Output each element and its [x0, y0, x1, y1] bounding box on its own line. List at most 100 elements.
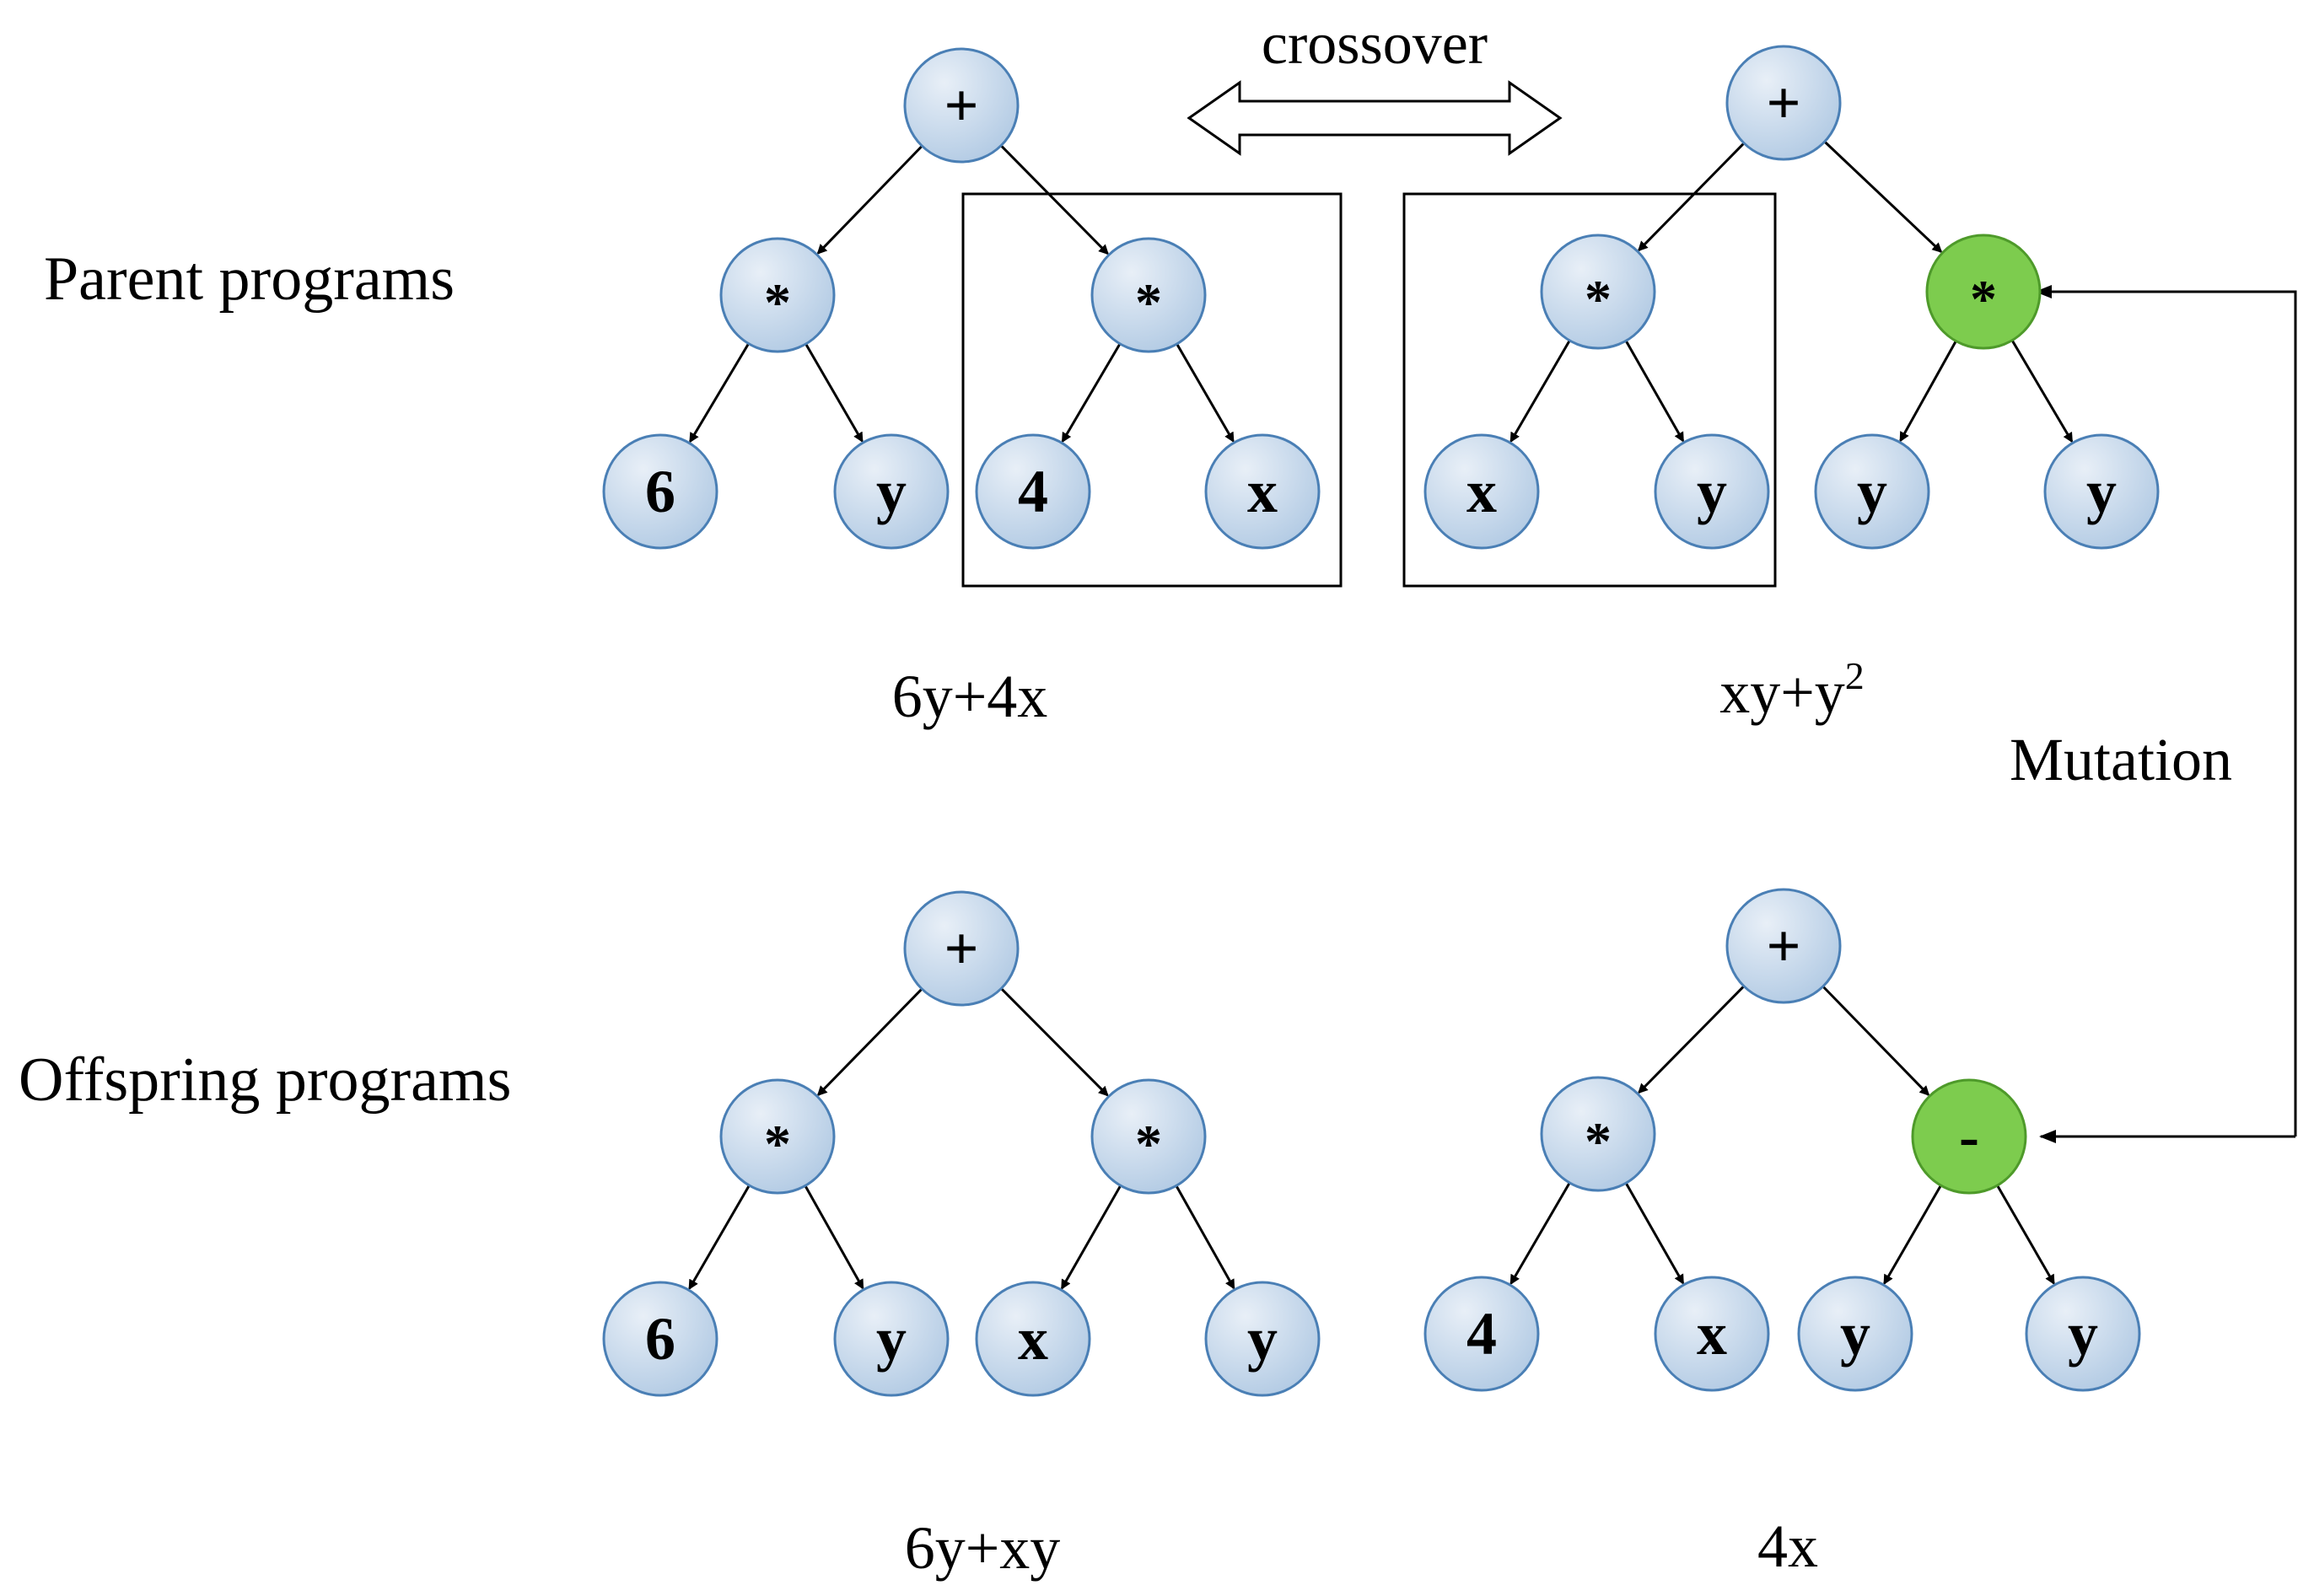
- parent2-edge-left-left: [1509, 340, 1571, 443]
- parent1-leaf-node-3-circle: [975, 433, 1091, 550]
- parent2-root-node: +: [1725, 45, 1842, 161]
- parent1-leaf-node-2: y: [833, 433, 950, 550]
- offspring2-edge-root-left: [1638, 985, 1746, 1094]
- offspring1-leaf-node-2-label: y: [876, 1305, 907, 1373]
- offspring2-leaf-node-4: y: [2025, 1276, 2141, 1392]
- parent1-edge-left-right: [805, 343, 864, 443]
- parent1-left-op-node-circle: [719, 237, 836, 353]
- parent2-leaf-node-4-label: y: [2086, 458, 2117, 525]
- offspring1-leaf-node-4: y: [1204, 1281, 1321, 1397]
- parent1-edge-root-right: [999, 144, 1109, 255]
- offspring1-leaf-node-2-circle: [833, 1281, 950, 1397]
- offspring-programs-label: Offspring programs: [19, 1045, 511, 1115]
- parent1-leaf-node-4-label: x: [1247, 458, 1278, 525]
- parent2-leaf-node-4-circle: [2043, 433, 2160, 550]
- parent2-edge-root-left: [1637, 142, 1746, 252]
- parent1-right-op-node-circle: [1090, 237, 1207, 353]
- offspring2-edge-right-left: [1883, 1185, 1942, 1285]
- offspring2-leaf-node-3-label: y: [1840, 1300, 1870, 1368]
- offspring1-leaf-node-3: x: [975, 1281, 1091, 1397]
- parent2-left-op-node-circle: [1540, 234, 1656, 350]
- crossover-box-parent2: [1402, 192, 1777, 588]
- parent1-edge-root-left: [816, 145, 923, 255]
- offspring1-leaf-node-4-label: y: [1247, 1305, 1278, 1373]
- parent1-root-node-circle: [903, 47, 1020, 164]
- parent2-leaf-node-4: y: [2043, 433, 2160, 550]
- offspring1-edge-root-left: [816, 987, 923, 1097]
- offspring2-leaf-node-2: x: [1654, 1276, 1770, 1392]
- offspring2-leaf-node-2-circle: [1654, 1276, 1770, 1392]
- parent2-expression: xy+y2: [1719, 654, 1865, 726]
- offspring2-edge-root-right: [1822, 985, 1930, 1096]
- parent2-leaf-node-1: x: [1423, 433, 1540, 550]
- crossover-double-arrow: [1187, 80, 1563, 156]
- offspring2-root-node: +: [1725, 888, 1842, 1004]
- parent2-leaf-node-3-label: y: [1857, 458, 1887, 525]
- offspring1-expression: 6y+xy: [905, 1514, 1061, 1582]
- offspring2-root-node-circle: [1725, 888, 1842, 1004]
- parent1-edge-left-left: [689, 342, 750, 443]
- parent1-left-op-node: *: [719, 237, 836, 353]
- offspring1-leaf-node-1-label: 6: [645, 1305, 675, 1373]
- parent1-leaf-node-4: x: [1204, 433, 1321, 550]
- parent2-leaf-node-2: y: [1654, 433, 1770, 550]
- parent1-left-op-node-label: *: [764, 272, 791, 332]
- parent2-leaf-node-1-circle: [1423, 433, 1540, 550]
- offspring2-edge-right-right: [1996, 1185, 2055, 1285]
- offspring1-edge-right-right: [1175, 1185, 1235, 1290]
- parent2-right-op-node: *: [1925, 234, 2042, 350]
- offspring1-root-node: +: [903, 890, 1020, 1007]
- offspring1-leaf-node-3-circle: [975, 1281, 1091, 1397]
- mutation-label: Mutation: [2010, 726, 2232, 793]
- crossover-box-parent1: [961, 192, 1343, 588]
- offspring1-edge-left-right: [804, 1185, 864, 1290]
- offspring1-right-op-node-label: *: [1135, 1114, 1162, 1174]
- parent2-leaf-node-2-circle: [1654, 433, 1770, 550]
- parent2-edge-left-right: [1624, 340, 1685, 443]
- parent2-edge-right-left: [1899, 340, 1957, 443]
- offspring1-leaf-node-3-label: x: [1018, 1305, 1048, 1373]
- offspring2-expression: 4x: [1757, 1513, 1818, 1580]
- parent2-right-op-node-label: *: [1970, 269, 1997, 329]
- offspring2-leaf-node-2-label: x: [1697, 1300, 1727, 1368]
- offspring2-edge-left-right: [1624, 1182, 1685, 1285]
- offspring2-left-op-node-label: *: [1585, 1111, 1612, 1171]
- offspring1-right-op-node-circle: [1090, 1078, 1207, 1195]
- parent2-expression-base: xy+y: [1719, 658, 1845, 726]
- parent1-leaf-node-3: 4: [975, 433, 1091, 550]
- offspring2-leaf-node-1: 4: [1423, 1276, 1540, 1392]
- parent1-leaf-node-1-circle: [602, 433, 718, 550]
- offspring1-leaf-node-1: 6: [602, 1281, 718, 1397]
- offspring1-edge-root-right: [1000, 987, 1109, 1097]
- offspring1-root-node-circle: [903, 890, 1020, 1007]
- offspring2-leaf-node-3-circle: [1797, 1276, 1913, 1392]
- parent1-right-op-node: *: [1090, 237, 1207, 353]
- parent2-root-node-circle: [1725, 45, 1842, 161]
- offspring2-leaf-node-4-label: y: [2068, 1300, 2098, 1368]
- offspring2-edge-left-left: [1509, 1182, 1571, 1286]
- parent1-leaf-node-3-label: 4: [1018, 458, 1048, 525]
- offspring1-edge-right-left: [1060, 1185, 1122, 1290]
- parent1-expression: 6y+4x: [892, 663, 1048, 730]
- parent1-leaf-node-1-label: 6: [645, 458, 675, 525]
- offspring2-leaf-node-1-circle: [1423, 1276, 1540, 1392]
- parent1-leaf-node-1: 6: [602, 433, 718, 550]
- parent1-right-op-node-label: *: [1135, 272, 1162, 332]
- parent1-edge-right-right: [1176, 343, 1235, 443]
- offspring2-leaf-node-3: y: [1797, 1276, 1913, 1392]
- offspring2-right-op-node: -: [1911, 1078, 2027, 1195]
- offspring2-left-op-node-circle: [1540, 1076, 1656, 1192]
- parent2-left-op-node-label: *: [1585, 269, 1612, 329]
- offspring1-leaf-node-4-circle: [1204, 1281, 1321, 1397]
- parent2-leaf-node-1-label: x: [1466, 458, 1497, 525]
- parent2-edge-right-right: [2010, 339, 2074, 443]
- parent-programs-label: Parent programs: [44, 245, 455, 314]
- mutation-arrow-to-parent: [2035, 285, 2297, 1137]
- parent2-left-op-node: *: [1540, 234, 1656, 350]
- parent2-edge-root-right: [1823, 140, 1943, 253]
- offspring2-leaf-node-1-label: 4: [1466, 1300, 1497, 1368]
- offspring1-left-op-node-circle: [719, 1078, 836, 1195]
- offspring2-root-node-label: +: [1766, 912, 1800, 980]
- parent2-expression-sup: 2: [1845, 654, 1865, 697]
